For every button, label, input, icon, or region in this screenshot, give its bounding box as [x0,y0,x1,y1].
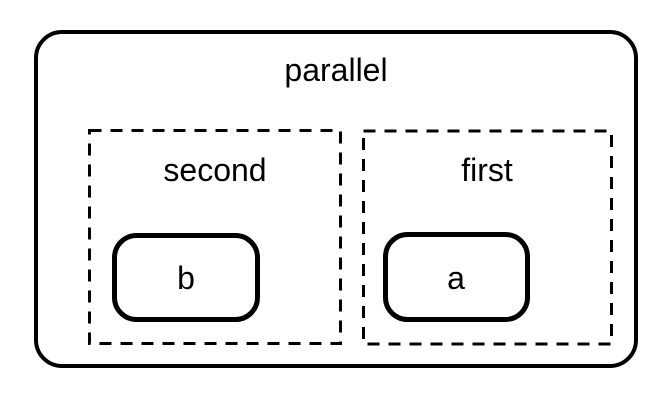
region-first-label: first [461,152,513,188]
parallel-state-label: parallel [284,52,387,88]
region-first: first a [362,129,613,346]
region-second: second b [88,129,342,345]
region-second-border [88,129,342,345]
state-b-label: b [177,260,195,296]
state-a-border [383,232,530,322]
state-a: a [383,232,530,322]
state-a-label: a [447,260,465,296]
state-b: b [112,233,260,322]
state-b-border [112,233,260,322]
region-second-label: second [163,152,266,188]
